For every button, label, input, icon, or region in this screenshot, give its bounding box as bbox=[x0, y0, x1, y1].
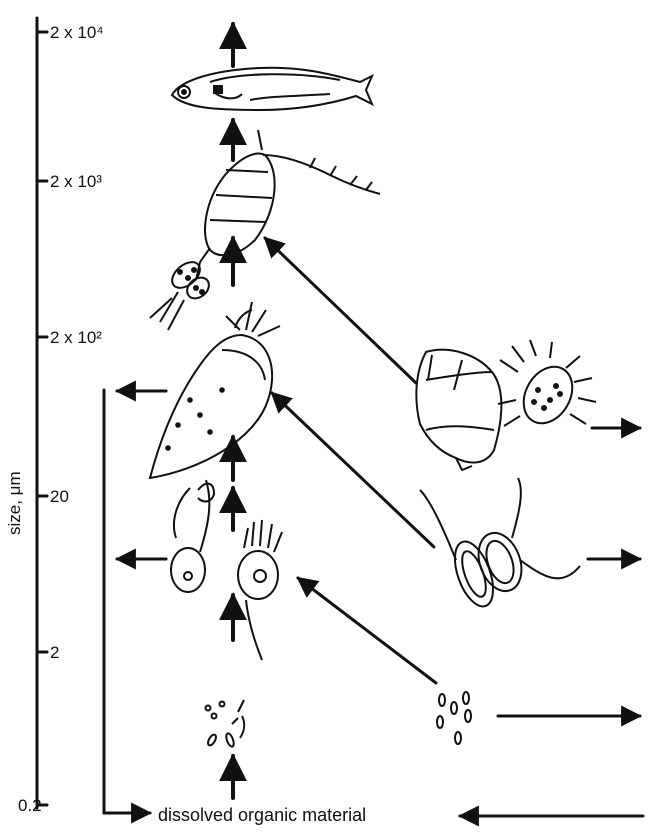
ciliate-icon bbox=[498, 340, 596, 432]
tick-label-20: 20 bbox=[50, 487, 69, 506]
right-return-bracket bbox=[460, 428, 643, 816]
tick-label-0-2: 0.2 bbox=[18, 796, 42, 815]
phytoflagellate-icon bbox=[420, 478, 580, 611]
diagonal-flow-arrows bbox=[265, 238, 436, 683]
tick-label-2e2: 2 x 10² bbox=[50, 328, 102, 347]
tick-label-2e4: 2 x 10⁴ bbox=[50, 23, 104, 42]
dissolved-organic-material-label: dissolved organic material bbox=[158, 805, 366, 825]
dinoflagellate-icon bbox=[416, 350, 501, 470]
heterotrophic-flagellate-icon bbox=[171, 480, 282, 660]
bacteria-icon bbox=[206, 700, 245, 748]
picoplankton-icon bbox=[437, 692, 471, 744]
tick-label-2: 2 bbox=[50, 643, 59, 662]
axis-title: size, μm bbox=[5, 471, 24, 535]
fish-icon bbox=[172, 68, 372, 110]
tick-label-2e3: 2 x 10³ bbox=[50, 172, 102, 191]
copepod-icon bbox=[150, 130, 380, 330]
size-axis: 2 x 10⁴ 2 x 10³ 2 x 10² 20 2 0.2 size, μ… bbox=[5, 18, 104, 815]
